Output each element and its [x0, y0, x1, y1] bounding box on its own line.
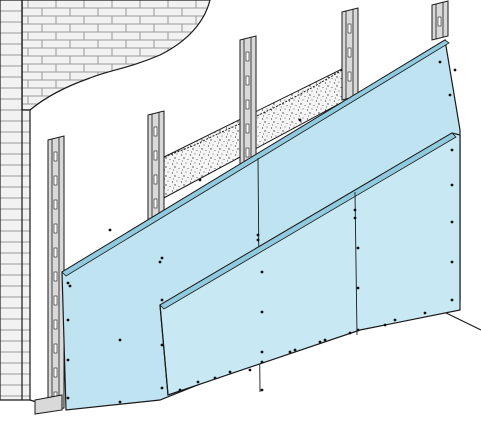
screw: [260, 270, 264, 274]
screw: [118, 400, 122, 404]
screw: [260, 360, 264, 364]
screw: [228, 370, 232, 374]
screw: [160, 298, 164, 302]
screw: [318, 340, 322, 344]
screw: [213, 376, 217, 380]
screw: [450, 298, 454, 302]
screw: [353, 208, 357, 212]
screw: [353, 216, 357, 220]
metal-stud: [147, 110, 165, 226]
metal-stud: [341, 7, 359, 101]
front-board-joint: [354, 191, 358, 336]
screw: [298, 118, 302, 122]
screw: [383, 323, 387, 327]
screw: [356, 328, 360, 332]
metal-stud: [431, 0, 449, 41]
screw: [118, 338, 122, 342]
screw: [356, 286, 360, 290]
brick-wall-face: [21, 0, 211, 111]
screw: [196, 380, 200, 384]
screw: [356, 246, 360, 250]
screw: [248, 368, 252, 372]
screw: [108, 228, 112, 232]
screw: [160, 256, 164, 260]
screw: [256, 238, 260, 242]
metal-studs: [34, 0, 449, 415]
screw: [450, 183, 454, 187]
screw: [160, 386, 164, 390]
screw: [348, 331, 352, 335]
front-board-top-edge: [159, 132, 457, 310]
screw: [323, 338, 327, 342]
screw: [66, 281, 70, 285]
screw: [66, 318, 70, 322]
screw: [66, 358, 70, 362]
screw: [393, 318, 397, 322]
screw: [438, 60, 442, 64]
screw: [293, 348, 297, 352]
brick-wall: [0, 0, 211, 401]
screw: [423, 311, 427, 315]
screw: [256, 233, 260, 237]
screw: [260, 388, 264, 392]
screw: [450, 148, 454, 152]
screw: [448, 93, 452, 97]
front-board-left-edge: [159, 304, 169, 396]
floor-track: [34, 394, 63, 415]
screw: [453, 68, 457, 72]
screw: [260, 310, 264, 314]
screw: [66, 396, 70, 400]
screw: [260, 350, 264, 354]
screw: [68, 284, 72, 288]
screw: [160, 343, 164, 347]
screw: [288, 350, 292, 354]
screw: [450, 260, 454, 264]
screw: [178, 388, 182, 392]
back-board-top-edge: [61, 39, 450, 277]
metal-stud: [239, 35, 257, 166]
screw: [198, 178, 202, 182]
screw: [450, 220, 454, 224]
metal-stud: [47, 135, 65, 413]
screw: [158, 260, 162, 264]
screw-fasteners: [66, 60, 457, 404]
